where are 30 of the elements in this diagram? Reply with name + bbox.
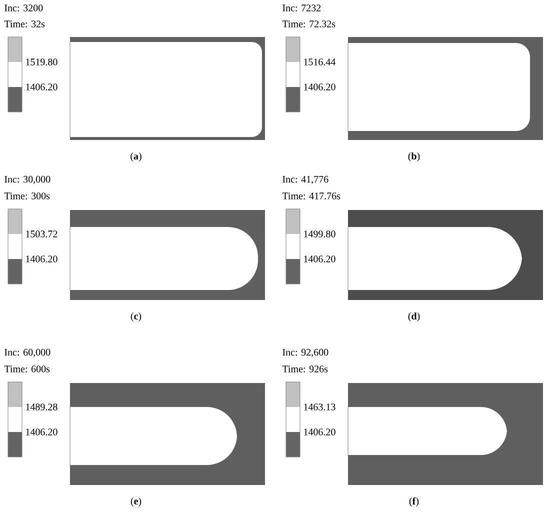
time-label: Time: 72.32s <box>282 20 336 28</box>
panel-label: (a) <box>130 152 142 162</box>
time-label: Time: 300s <box>4 192 50 200</box>
colorbar-value: 1406.20 <box>26 256 58 262</box>
increment-label: Inc: 41,776 <box>282 176 328 184</box>
panel-label: (b) <box>408 152 420 162</box>
increment-label: Inc: 30,000 <box>4 176 50 184</box>
panel-label: (e) <box>130 497 142 507</box>
time-label: Time: 32s <box>4 20 45 28</box>
colorbar-value: 1406.20 <box>304 428 336 436</box>
increment-label: Inc: 60,000 <box>4 348 50 358</box>
colorbar-value: 1519.80 <box>26 58 58 66</box>
panel-label: (f) <box>409 497 419 507</box>
increment-label: Inc: 92,600 <box>282 348 328 358</box>
colorbar-value: 1406.20 <box>26 428 58 436</box>
colorbar-value: 1406.20 <box>304 84 336 90</box>
time-label: Time: 417.76s <box>282 192 340 200</box>
colorbar-value: 1489.28 <box>26 404 58 410</box>
increment-label: Inc: 3200 <box>4 4 43 12</box>
colorbar-value: 1516.44 <box>304 58 336 66</box>
time-label: Time: 600s <box>4 366 50 372</box>
panel-label: (c) <box>130 312 142 322</box>
colorbar-value: 1503.72 <box>26 230 58 238</box>
colorbar-value: 1463.13 <box>304 404 336 410</box>
colorbar-value: 1499.80 <box>304 230 336 238</box>
panel-label: (d) <box>408 312 420 322</box>
time-label: Time: 926s <box>282 366 328 372</box>
colorbar-value: 1406.20 <box>304 256 336 262</box>
colorbar-value: 1406.20 <box>26 84 58 90</box>
increment-label: Inc: 7232 <box>282 4 321 12</box>
